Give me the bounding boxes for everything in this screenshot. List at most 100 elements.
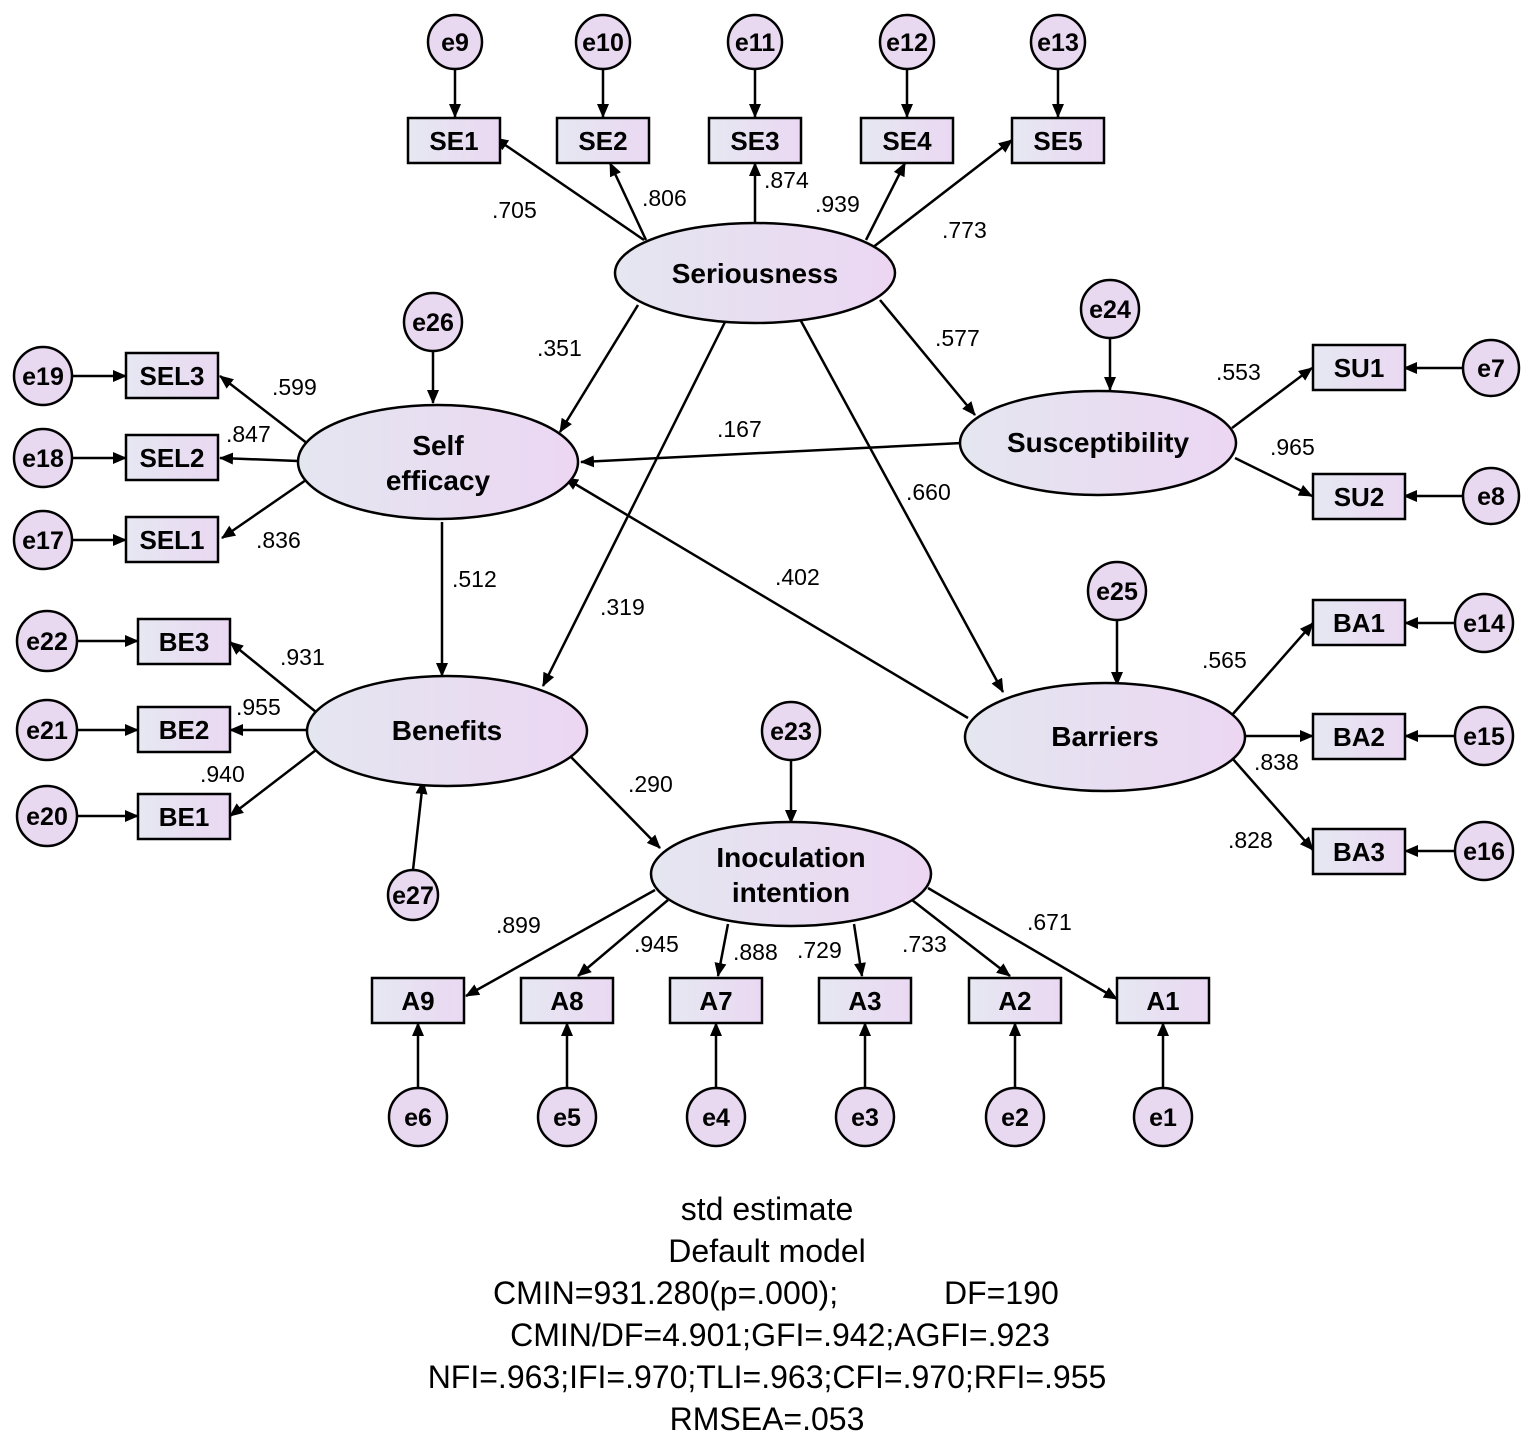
observed-variables: SE1 SE2 SE3 SE4 SE5 SEL3 SEL2 SEL1 SU1 S… [124,116,1407,1025]
error-e20-label: e20 [26,803,68,831]
latent-intention-label-line2: intention [732,877,850,908]
arrow-ben-be1 [229,749,317,817]
fit-rmsea: RMSEA=.053 [670,1401,865,1437]
observed-se3-label: SE3 [730,126,779,156]
latent-benefits-label: Benefits [392,715,502,746]
observed-sel1: SEL1 [124,515,220,564]
error-e18: e18 [12,427,74,489]
latent-benefits: Benefits [305,674,589,788]
arrow-ser-self [558,304,640,433]
latent-self-efficacy-label-line2: efficacy [386,465,491,496]
observed-se5-label: SE5 [1033,126,1082,156]
coef-su2: .965 [1270,434,1315,460]
arrow-susc-self [580,441,963,468]
coef-self-ben: .512 [452,566,497,592]
latent-self-efficacy: Self efficacy [296,403,580,521]
fit-model-name: Default model [668,1233,865,1269]
arrow-int-a3 [852,923,866,977]
coef-se3: .874 [764,167,809,193]
observed-ba1-label: BA1 [1333,608,1385,638]
fit-statistics: std estimate Default model CMIN=931.280(… [428,1191,1107,1437]
observed-a7-label: A7 [699,986,732,1016]
observed-be1: BE1 [136,792,232,841]
observed-a9: A9 [370,976,466,1025]
error-e18-label: e18 [22,445,64,473]
error-e21-label: e21 [26,717,68,745]
arrow-self-sel1 [221,478,307,540]
error-e13-label: e13 [1037,29,1079,57]
error-e12: e12 [878,13,936,71]
error-e8-label: e8 [1477,483,1505,511]
coef-sel1: .836 [256,527,301,553]
observed-be1-label: BE1 [159,802,210,832]
arrow-susc-su2 [1234,456,1313,498]
arrow-bar-ba3 [1231,757,1314,851]
arrow-e27-ben [411,780,428,871]
arrow-int-a2 [911,899,1011,977]
error-e5: e5 [536,1086,598,1148]
observed-ba3-label: BA3 [1333,837,1385,867]
latent-seriousness-label: Seriousness [672,258,839,289]
observed-a3: A3 [817,976,913,1025]
coef-a1: .671 [1027,909,1072,935]
error-e22-label: e22 [26,628,68,656]
error-e25-label: e25 [1096,578,1138,606]
arrow-self-sel3 [219,375,309,445]
error-e19: e19 [12,345,74,407]
arrow-susc-su1 [1231,367,1313,429]
arrow-ser-se2 [608,162,648,241]
coef-be2: .955 [236,694,281,720]
coef-se5: .773 [942,217,987,243]
arrow-ser-se5 [871,139,1013,249]
error-e3: e3 [834,1086,896,1148]
latent-susceptibility-label: Susceptibility [1007,427,1189,458]
error-e27: e27 [386,868,440,922]
observed-se1: SE1 [406,116,502,165]
observed-ba2-label: BA2 [1333,722,1385,752]
observed-se3: SE3 [707,116,803,165]
error-e2: e2 [984,1086,1046,1148]
coef-ben-int: .290 [628,771,673,797]
error-e22: e22 [15,609,79,673]
coef-ba2: .838 [1254,749,1299,775]
error-e16-label: e16 [1463,838,1505,866]
observed-sel3-label: SEL3 [139,361,204,391]
arrow-ben-be3 [229,641,317,713]
observed-a7: A7 [668,976,764,1025]
coef-ser-bar: .660 [906,479,951,505]
observed-be2-label: BE2 [159,715,210,745]
coef-susc-self: .167 [717,416,762,442]
error-e4: e4 [685,1086,747,1148]
observed-be3: BE3 [136,617,232,666]
arrow-bar-self [564,476,969,720]
coef-a7: .888 [733,939,778,965]
error-e7: e7 [1461,338,1521,398]
error-e3-label: e3 [851,1104,879,1132]
observed-su2: SU2 [1311,472,1407,521]
path-arrows [72,68,1464,1090]
error-e6-label: e6 [404,1104,432,1132]
error-e14: e14 [1453,592,1515,654]
error-e23: e23 [760,700,822,762]
error-e16: e16 [1453,820,1515,882]
error-e10: e10 [574,13,632,71]
observed-se5: SE5 [1010,116,1106,165]
observed-sel2-label: SEL2 [139,443,204,473]
observed-be2: BE2 [136,705,232,754]
observed-a3-label: A3 [848,986,881,1016]
latent-variables: Seriousness Self efficacy Susceptibility… [296,221,1247,928]
latent-barriers: Barriers [963,681,1247,793]
error-e20: e20 [15,784,79,848]
error-e14-label: e14 [1463,610,1505,638]
observed-be3-label: BE3 [159,627,210,657]
error-e21: e21 [15,698,79,762]
fit-indices-1: CMIN/DF=4.901;GFI=.942;AGFI=.923 [510,1317,1050,1353]
coef-be1: .940 [200,761,245,787]
observed-su1-label: SU1 [1334,353,1385,383]
error-e19-label: e19 [22,363,64,391]
latent-self-efficacy-label-line1: Self [412,430,464,461]
error-e10-label: e10 [582,29,624,57]
latent-susceptibility: Susceptibility [958,389,1238,497]
error-e24: e24 [1079,278,1141,340]
observed-se2-label: SE2 [578,126,627,156]
